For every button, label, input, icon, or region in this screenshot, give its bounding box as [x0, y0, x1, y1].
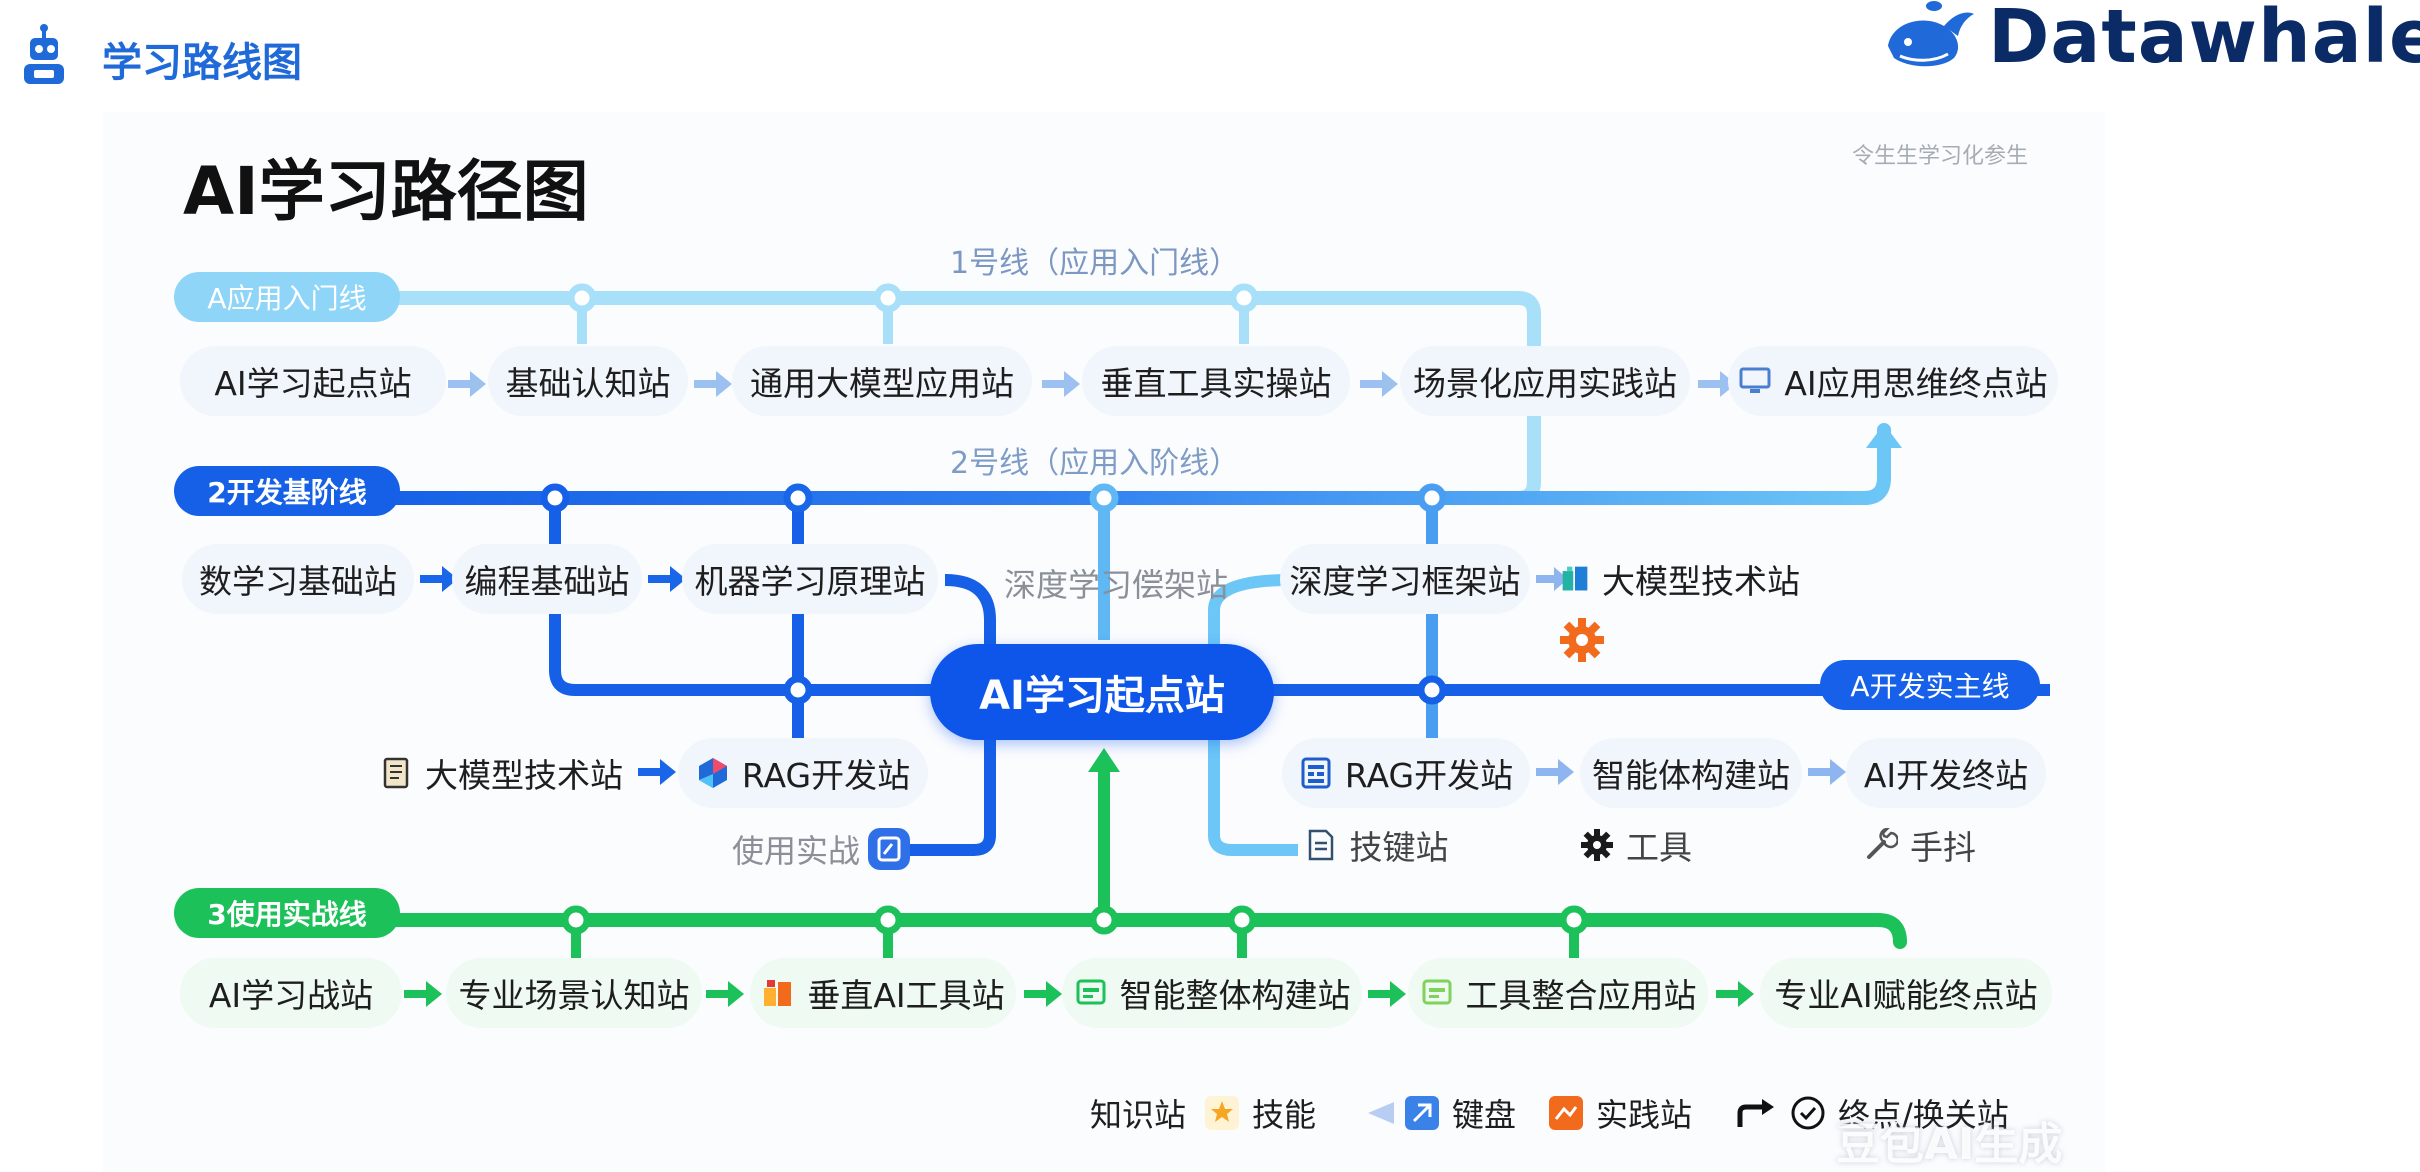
station-lower-right-0[interactable]: RAG开发站: [1282, 738, 1530, 808]
cube-icon: [764, 980, 792, 1006]
tool-station-0[interactable]: 技键站: [1296, 810, 1456, 880]
station-line2-3[interactable]: 深度学习框架站: [1280, 544, 1530, 614]
station-line3-1[interactable]: 专业场景认知站: [446, 958, 702, 1028]
legend-label: 实践站: [1596, 1096, 1693, 1134]
line3-pill[interactable]: 3使用实战线: [174, 888, 400, 938]
station-line1-2[interactable]: 通用大模型应用站: [732, 346, 1032, 416]
gear-icon: [1560, 618, 1604, 662]
dev-line-pill[interactable]: A开发实主线: [1820, 660, 2040, 710]
robot-icon: [24, 24, 64, 84]
station-line2-1[interactable]: 编程基础站: [452, 544, 642, 614]
station-label: AI应用思维终点站: [1784, 364, 2048, 403]
legend-label: 技能: [1252, 1096, 1317, 1134]
monitor-icon: [1422, 979, 1451, 1005]
check-circle-icon: [1791, 1096, 1825, 1130]
legend-label: 键盘: [1452, 1096, 1517, 1134]
line1-pill[interactable]: A应用入门线: [174, 272, 400, 322]
page-title: 学习路线图: [102, 40, 302, 86]
station-line3-2[interactable]: 垂直AI工具站: [750, 958, 1016, 1028]
wrench-icon: [1867, 828, 1898, 859]
station-lower-left-1[interactable]: RAG开发站: [678, 738, 928, 808]
station-line2-4[interactable]: 大模型技术站: [1560, 544, 1800, 614]
tool-station-1[interactable]: 工具: [1568, 810, 1704, 880]
station-label: 手抖: [1910, 828, 1976, 867]
hub-station[interactable]: AI学习起点站: [930, 644, 1274, 740]
legend-keyboard: 键盘: [1364, 1090, 1516, 1136]
legend-label: 知识站: [1090, 1096, 1187, 1134]
station-line2-0[interactable]: 数学习基础站: [182, 544, 414, 614]
corner-note: 令生生学习化参生: [1852, 144, 2029, 169]
station-line1-4[interactable]: 场景化应用实践站: [1400, 346, 1690, 416]
station-label: 大模型技术站: [425, 756, 623, 795]
legend-knowledge: 知识站: [1090, 1090, 1186, 1136]
station-label: RAG开发站: [741, 756, 911, 795]
gear-icon: [1581, 829, 1613, 861]
monitor-icon: [1739, 367, 1771, 393]
station-line3-4[interactable]: 工具整合应用站: [1408, 958, 1708, 1028]
station-line3-3[interactable]: 智能整体构建站: [1062, 958, 1362, 1028]
line1-caption: 1号线（应用入门线）: [950, 246, 1240, 281]
station-line1-1[interactable]: 基础认知站: [488, 346, 688, 416]
station-lower-right-2[interactable]: AI开发终站: [1846, 738, 2046, 808]
keyboard-icon: [1405, 1096, 1439, 1130]
station-line2-2[interactable]: 机器学习原理站: [682, 544, 938, 614]
watermark: 豆包AI生成: [1836, 1119, 2063, 1170]
station-line3-0[interactable]: AI学习战站: [180, 958, 402, 1028]
station-label: 工具: [1626, 828, 1692, 867]
rag-icon: [698, 758, 727, 788]
station-line1-3[interactable]: 垂直工具实操站: [1082, 346, 1350, 416]
station-label: 大模型技术站: [1602, 562, 1800, 601]
star-icon: [1205, 1096, 1239, 1130]
station-label: 智能整体构建站: [1119, 976, 1351, 1015]
station-line1-5[interactable]: AI应用思维终点站: [1728, 346, 2058, 416]
station-label: 技键站: [1349, 828, 1449, 867]
station-label: 垂直AI工具站: [807, 976, 1005, 1015]
bars-icon: [1301, 757, 1331, 789]
station-line3-5[interactable]: 专业AI赋能终点站: [1760, 958, 2052, 1028]
faint-station: 深度学习偿架站: [1004, 566, 1229, 604]
doc-icon: [1308, 829, 1333, 861]
brand-name: Datawhale: [1988, 0, 2420, 80]
book-icon: [383, 757, 409, 789]
whale-logo-icon: [1888, 1, 1974, 67]
diagram-title: AI学习路径图: [183, 153, 589, 230]
chip-icon: [868, 828, 910, 870]
monitor-icon: [1076, 979, 1105, 1005]
line2-caption: 2号线（应用入阶线）: [950, 446, 1240, 481]
legend-skill: 技能: [1204, 1090, 1316, 1136]
line2-pill[interactable]: 2开发基阶线: [174, 466, 400, 516]
practice-icon: [1549, 1096, 1583, 1130]
turn-arrow-icon: [1737, 1099, 1774, 1127]
legend-terminal: 终点/换关站: [1734, 1090, 2009, 1136]
flag-icon: [1368, 1102, 1394, 1124]
tool-station-2[interactable]: 手抖: [1852, 810, 1988, 880]
station-lower-left-0[interactable]: 大模型技术站: [366, 738, 636, 808]
station-lower-right-1[interactable]: 智能体构建站: [1580, 738, 1802, 808]
legend-practice: 实践站: [1548, 1090, 1692, 1136]
station-line1-0[interactable]: AI学习起点站: [180, 346, 446, 416]
legend-label: 终点/换关站: [1838, 1096, 2009, 1134]
cube-icon: [1562, 566, 1588, 591]
practice-label: 使用实战: [732, 832, 861, 870]
station-label: RAG开发站: [1344, 756, 1514, 795]
station-label: 工具整合应用站: [1465, 976, 1697, 1015]
